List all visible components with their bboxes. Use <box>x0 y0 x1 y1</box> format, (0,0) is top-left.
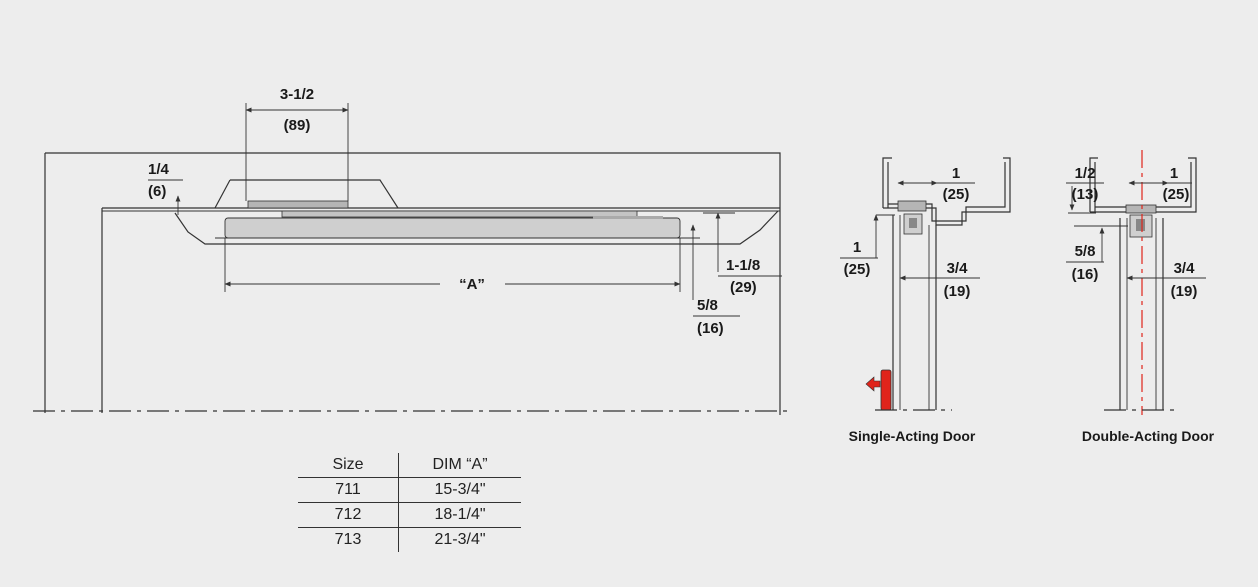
dim-height-frac: 1-1/8 <box>726 257 760 274</box>
column-header-size: Size <box>298 453 399 478</box>
arrow-left-icon <box>865 376 881 392</box>
closer-core <box>909 218 917 228</box>
single-acting-section: 1 (25) 1 (25) 3/4 (19) Single-Acting Doo… <box>840 157 1011 444</box>
dim-width-frac: 3-1/2 <box>280 86 314 103</box>
closer-body <box>224 217 681 239</box>
dim-side-frac: 1 <box>853 239 861 256</box>
dim-door-frac: 3/4 <box>1174 260 1196 277</box>
frame-channel-left <box>1089 157 1098 212</box>
cover-top <box>230 179 399 209</box>
frame-channel <box>883 157 1011 226</box>
dim-door-mm: (19) <box>944 283 971 300</box>
dim-drop-frac: 5/8 <box>697 297 718 314</box>
dim-top-mm: (6) <box>148 183 166 200</box>
dim-top-frac: 1/4 <box>148 161 170 178</box>
size-cell: 711 <box>298 477 399 503</box>
dim-side-mm: (25) <box>844 261 871 278</box>
cover-left <box>214 179 231 209</box>
table-row: 712 18-1/4" <box>298 502 521 528</box>
dim-top-mm: (13) <box>1072 186 1099 203</box>
caption-single-acting: Single-Acting Door <box>849 428 976 444</box>
dim-a-cell: 15-3/4" <box>398 477 521 503</box>
dim-top-frac: 1/2 <box>1075 165 1096 182</box>
frame-channel-inner <box>888 162 1006 222</box>
table-row: 713 21-3/4" <box>298 527 521 552</box>
frame-channel <box>1090 157 1197 213</box>
mounting-plate <box>247 200 349 209</box>
dim-frame-frac: 1 <box>1170 165 1178 182</box>
dim-frame-mm: (25) <box>1163 186 1190 203</box>
dim-side-frac: 5/8 <box>1075 243 1096 260</box>
dim-frame-frac: 1 <box>952 165 960 182</box>
dim-height-mm: (29) <box>730 279 757 296</box>
dim-door-frac: 3/4 <box>947 260 969 277</box>
table-row: 711 15-3/4" <box>298 477 521 503</box>
dim-width-mm: (89) <box>284 117 311 134</box>
cover-bottom <box>174 210 779 245</box>
size-table: Size DIM “A” 711 15-3/4" 712 18-1/4" 713… <box>298 453 521 552</box>
table-header-row: Size DIM “A” <box>298 453 521 478</box>
arm-track <box>281 210 638 218</box>
dim-frame-mm: (25) <box>943 186 970 203</box>
closer-block <box>1125 204 1157 214</box>
closer-core <box>1136 219 1145 231</box>
frame-channel-left <box>882 157 892 208</box>
closer-block <box>897 200 927 212</box>
dim-side-mm: (16) <box>1072 266 1099 283</box>
dim-door-mm: (19) <box>1171 283 1198 300</box>
caption-double-acting: Double-Acting Door <box>1082 428 1215 444</box>
dim-a-cell: 18-1/4" <box>398 502 521 528</box>
door-stop-indicator <box>880 369 892 411</box>
dim-a-label: “A” <box>459 276 485 293</box>
main-elevation-view: 3-1/2 (89) 1/4 (6) “A” 5/8 (16) 1-1/8 (2… <box>33 86 790 415</box>
dim-drop-mm: (16) <box>697 320 724 337</box>
double-acting-section: 1 (25) 1/2 (13) 5/8 (16) 3/4 (19) Double… <box>1066 150 1215 444</box>
size-cell: 712 <box>298 502 399 528</box>
dim-a-cell: 21-3/4" <box>434 531 486 548</box>
column-header-dim-a: DIM “A” <box>398 453 521 478</box>
closer-endcap <box>593 216 663 219</box>
frame-outline <box>45 152 781 415</box>
size-cell: 713 <box>298 527 399 552</box>
